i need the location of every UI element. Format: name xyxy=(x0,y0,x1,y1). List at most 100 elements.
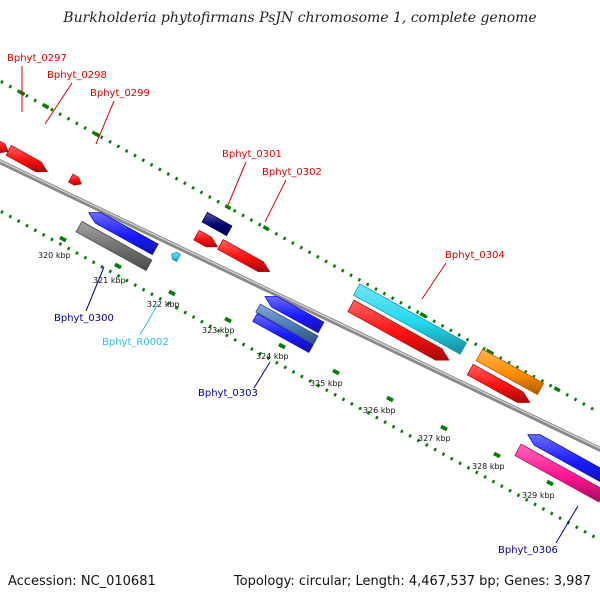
minor-tick xyxy=(299,245,304,250)
chromosome-backbone xyxy=(0,159,600,452)
gene-bar-0302-shape xyxy=(217,239,271,273)
minor-tick xyxy=(175,305,179,310)
minor-tick xyxy=(333,392,337,397)
gene-label: Bphyt_0302 xyxy=(262,167,322,178)
minor-tick xyxy=(66,246,71,251)
label-leader-line xyxy=(139,303,159,336)
gene-bar-0306 xyxy=(527,434,600,483)
minor-tick xyxy=(250,347,254,352)
minor-tick xyxy=(183,181,187,186)
gene-label-group: Bphyt_0299 xyxy=(90,88,150,145)
minor-tick xyxy=(433,447,437,452)
gene-label-group: Bphyt_0301 xyxy=(222,149,282,206)
minor-tick xyxy=(507,360,511,365)
minor-tick xyxy=(366,411,371,415)
gene-bar-0303b xyxy=(255,303,319,345)
minor-tick xyxy=(216,199,220,204)
label-leader-line xyxy=(85,266,105,312)
kbp-label: 324 kbp xyxy=(256,352,289,361)
minor-tick xyxy=(532,374,536,379)
kbp-tick xyxy=(224,316,232,324)
minor-tick xyxy=(183,310,188,315)
minor-tick xyxy=(225,333,229,338)
gene-bar-0299-shape xyxy=(68,173,82,186)
minor-tick xyxy=(316,383,321,388)
gene-bar-0304 xyxy=(352,283,468,355)
gene-label: Bphyt_0304 xyxy=(445,250,505,261)
kbp-tick xyxy=(493,451,501,459)
minor-tick xyxy=(191,315,196,320)
gene-bar-0303c-shape xyxy=(252,313,314,353)
minor-tick xyxy=(399,429,404,434)
kbp-tick xyxy=(114,262,122,270)
kbp-label: 320 kbp xyxy=(38,251,71,260)
minor-tick xyxy=(340,268,345,273)
gene-bar-0303b-shape xyxy=(255,303,319,345)
minor-tick xyxy=(332,264,337,269)
minor-tick xyxy=(33,228,38,233)
label-leader-line xyxy=(227,161,247,206)
minor-tick xyxy=(91,130,96,135)
topology-label: Topology: circular; Length: 4,467,537 bp… xyxy=(233,574,591,589)
minor-tick xyxy=(415,310,420,315)
gene-bar-0305b-shape xyxy=(466,363,531,403)
minor-tick xyxy=(358,406,362,411)
minor-tick xyxy=(408,433,412,438)
minor-tick xyxy=(483,474,487,479)
minor-tick xyxy=(83,126,87,130)
minor-tick xyxy=(116,273,121,278)
minor-tick xyxy=(523,369,528,374)
minor-tick xyxy=(581,402,586,407)
minor-tick xyxy=(283,365,288,370)
gene-bar-0297-shape xyxy=(0,140,9,154)
gene-bar-0300b xyxy=(75,220,153,272)
minor-tick xyxy=(449,328,453,333)
minor-tick xyxy=(449,456,454,461)
minor-tick xyxy=(516,493,521,498)
minor-tick xyxy=(158,296,163,301)
minor-tick xyxy=(266,356,271,361)
minor-tick xyxy=(141,287,146,292)
minor-tick xyxy=(390,296,395,301)
gene-label: Bphyt_0300 xyxy=(54,313,114,324)
minor-tick xyxy=(325,388,329,393)
minor-tick xyxy=(241,342,246,347)
chromosome-backbone-highlight xyxy=(0,160,600,449)
minor-tick xyxy=(541,506,546,511)
minor-tick xyxy=(108,269,113,274)
minor-tick xyxy=(58,112,63,117)
minor-tick xyxy=(548,383,553,388)
minor-tick xyxy=(58,242,63,246)
minor-tick xyxy=(83,255,88,260)
gene-label: Bphyt_0299 xyxy=(90,88,150,99)
kbp-label: 322 kbp xyxy=(147,300,180,309)
gene-bar-R0002-shape xyxy=(171,251,181,262)
minor-tick xyxy=(158,167,162,172)
gene-bar-0306-shape xyxy=(527,434,600,483)
minor-tick xyxy=(300,374,304,379)
minor-tick xyxy=(558,516,562,521)
gene-bar-0301b xyxy=(193,229,219,248)
gene-bar-0301b-shape xyxy=(193,229,219,248)
gene-label-group: Bphyt_0303 xyxy=(198,361,271,399)
minor-tick xyxy=(141,158,146,163)
gene-bar-0300-shape xyxy=(88,212,159,256)
gene-bar-0306b-shape xyxy=(514,443,600,503)
minor-tick xyxy=(150,292,154,297)
gene-label: Bphyt_0303 xyxy=(198,388,258,399)
gene-bar-0298 xyxy=(5,144,49,173)
minor-tick xyxy=(258,351,263,356)
minor-tick xyxy=(574,525,579,530)
gene-label-group: Bphyt_R0002 xyxy=(102,303,169,348)
minor-tick xyxy=(108,139,112,144)
kbp-label: 327 kbp xyxy=(418,434,451,443)
minor-tick xyxy=(424,443,429,447)
minor-tick xyxy=(291,241,295,246)
minor-tick xyxy=(200,319,204,324)
minor-tick xyxy=(565,392,570,397)
gene-bar-0303a xyxy=(264,296,325,334)
minor-tick xyxy=(383,420,387,425)
gene-bar-0297 xyxy=(0,140,9,154)
minor-tick xyxy=(50,107,54,112)
